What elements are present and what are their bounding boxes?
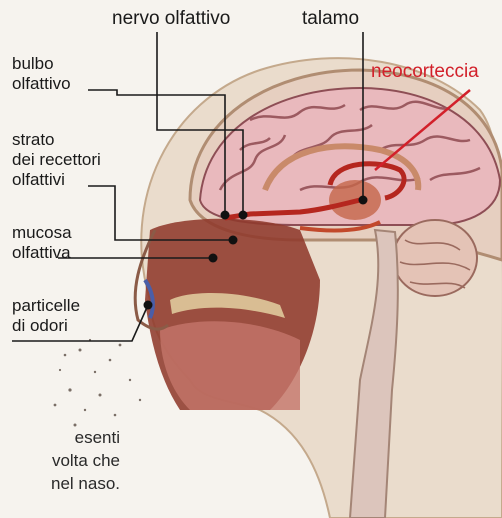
label-nervo-olfattivo: nervo olfattivo <box>112 8 230 30</box>
caption-fragment: esenti volta che nel naso. <box>0 426 120 495</box>
odor-particles <box>54 339 142 427</box>
label-bulbo-olfattivo: bulbo olfattivo <box>12 54 71 94</box>
label-mucosa-olfattiva: mucosa olfattiva <box>12 223 72 263</box>
label-talamo: talamo <box>302 8 359 30</box>
mouth-structures <box>160 321 300 410</box>
label-particelle-odori: particelle di odori <box>12 296 80 336</box>
label-strato-recettori: strato dei recettori olfattivi <box>12 130 101 190</box>
cerebellum <box>393 220 477 296</box>
label-neocorteccia: neocorteccia <box>371 62 479 82</box>
